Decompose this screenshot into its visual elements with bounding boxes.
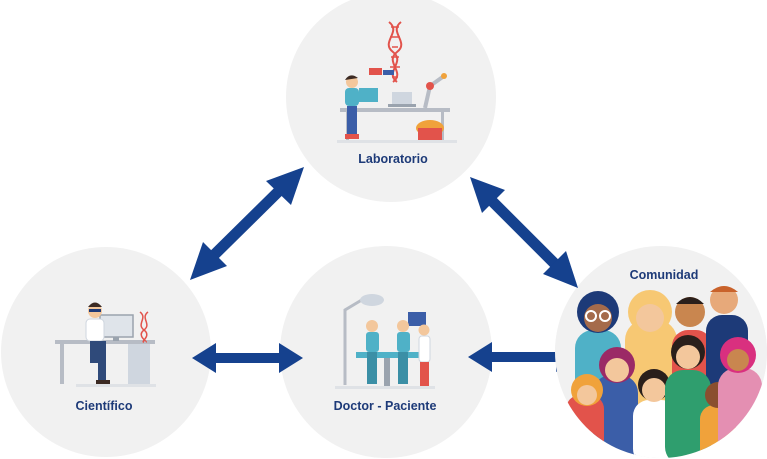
laboratorio-node-circle <box>286 0 496 202</box>
scientist-desk-icon <box>55 302 156 387</box>
cientifico-label: Científico <box>76 399 133 413</box>
laboratory-scene-icon <box>337 21 457 143</box>
doctor-paciente-label: Doctor - Paciente <box>334 399 437 413</box>
arrow-cientifico-doctor <box>192 343 303 373</box>
operating-room-icon <box>335 294 435 389</box>
comunidad-label: Comunidad <box>630 268 699 282</box>
community-crowd-icon <box>555 286 767 458</box>
arrow-laboratorio-comunidad <box>470 177 578 288</box>
laboratorio-label: Laboratorio <box>358 152 428 166</box>
arrow-laboratorio-cientifico <box>190 167 304 280</box>
